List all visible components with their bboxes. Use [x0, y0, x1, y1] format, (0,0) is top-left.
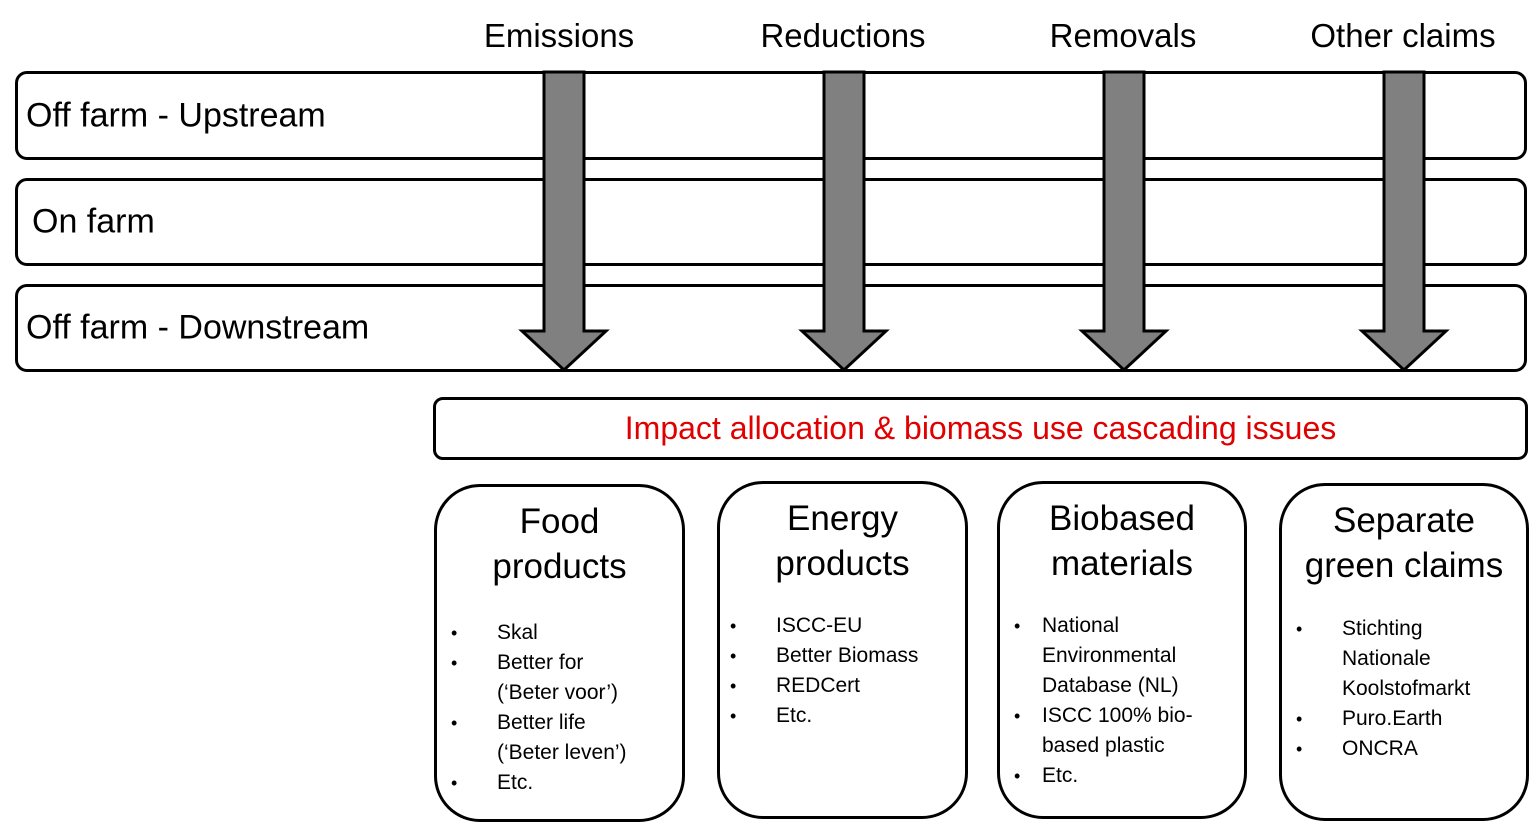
- scheme-item-text: Etc.: [1042, 764, 1079, 787]
- category-title: Biobased materials: [1000, 496, 1244, 586]
- scheme-list: • ISCC-EU • Better Biomass • REDCert • Etc.: [720, 611, 965, 731]
- impact-allocation-label: Impact allocation & biomass use cascadin…: [624, 410, 1337, 446]
- category-title-line: Separate: [1332, 501, 1476, 540]
- stage-label: Off farm - Downstream: [26, 308, 370, 347]
- scheme-item-text: based plastic: [1042, 734, 1165, 757]
- bullet-icon: •: [730, 706, 737, 726]
- stage-off-farm-upstream: Off farm - Upstream: [15, 71, 1527, 160]
- category-title-line: Food: [519, 502, 600, 541]
- bullet-icon: •: [1014, 616, 1021, 636]
- category-title-line: products: [775, 544, 910, 583]
- scheme-item: • Skal: [437, 618, 682, 648]
- bullet-icon: •: [451, 623, 458, 643]
- bullet-icon: •: [1296, 739, 1303, 759]
- scheme-item: • Etc.: [1000, 761, 1244, 791]
- scheme-item: • Better life (‘Beter leven’): [437, 708, 682, 768]
- scheme-item: • Etc.: [437, 768, 682, 798]
- scheme-item-text: Database (NL): [1042, 674, 1179, 697]
- scheme-item-text: (‘Beter leven’): [497, 741, 627, 764]
- category-title-line: products: [492, 547, 627, 586]
- category-title-line: Biobased: [1049, 499, 1195, 538]
- stage-off-farm-downstream: Off farm - Downstream: [15, 284, 1527, 372]
- impact-allocation-bar: Impact allocation & biomass use cascadin…: [433, 397, 1528, 460]
- stage-label: On farm: [32, 202, 155, 241]
- scheme-item: • Puro.Earth: [1282, 704, 1526, 734]
- bullet-icon: •: [1296, 619, 1303, 639]
- bullet-icon: •: [730, 646, 737, 666]
- bullet-icon: •: [730, 676, 737, 696]
- scheme-item-text: (‘Beter voor’): [497, 681, 618, 704]
- scheme-item-text: Environmental: [1042, 644, 1177, 667]
- category-title-line: materials: [1051, 544, 1193, 583]
- scheme-item: • ISCC-EU: [720, 611, 965, 641]
- scheme-item: • ISCC 100% bio-based plastic: [1000, 701, 1244, 761]
- scheme-item-text: ONCRA: [1342, 737, 1418, 760]
- scheme-item-text: National: [1042, 614, 1120, 637]
- category-food-products: Food products • Skal • Better for (‘Beter vo…: [434, 484, 685, 822]
- scheme-item-text: Etc.: [776, 704, 813, 727]
- scheme-item-text: Koolstofmarkt: [1342, 677, 1471, 700]
- scheme-item: • REDCert: [720, 671, 965, 701]
- column-header-reductions: Reductions: [760, 17, 926, 54]
- scheme-item: • Etc.: [720, 701, 965, 731]
- bullet-icon: •: [451, 773, 458, 793]
- scheme-item-text: Better life: [497, 711, 586, 734]
- category-title: Food products: [437, 499, 682, 589]
- bullet-icon: •: [1014, 706, 1021, 726]
- bullet-icon: •: [451, 653, 458, 673]
- scheme-item-text: ISCC-EU: [776, 614, 863, 637]
- scheme-item-text: Better for: [497, 651, 584, 674]
- category-title-line: Energy: [787, 499, 898, 538]
- column-header-other-claims: Other claims: [1310, 17, 1496, 54]
- column-header-emissions: Emissions: [483, 17, 635, 54]
- stage-on-farm: On farm: [15, 178, 1527, 266]
- scheme-item: • ONCRA: [1282, 734, 1526, 764]
- category-title: Energy products: [720, 496, 965, 586]
- scheme-item: • Better for (‘Beter voor’): [437, 648, 682, 708]
- category-title-line: green claims: [1304, 546, 1504, 585]
- scheme-list: • Skal • Better for (‘Beter voor’) • Better li…: [437, 618, 682, 798]
- category-title: Separate green claims: [1282, 498, 1526, 588]
- scheme-item-text: Nationale: [1342, 647, 1431, 670]
- bullet-icon: •: [730, 616, 737, 636]
- scheme-item-text: Stichting: [1342, 617, 1423, 640]
- scheme-item-text: ISCC 100% bio-: [1042, 704, 1193, 727]
- bullet-icon: •: [1014, 766, 1021, 786]
- stage-label: Off farm - Upstream: [26, 96, 326, 134]
- bullet-icon: •: [451, 713, 458, 733]
- category-energy-products: Energy products •ISCC-EU•Better Biomass•…: [717, 481, 968, 819]
- scheme-item-text: REDCert: [776, 674, 861, 697]
- column-header-removals: Removals: [1049, 17, 1197, 54]
- scheme-item-text: Skal: [497, 621, 538, 644]
- scheme-item-text: Etc.: [497, 771, 534, 794]
- scheme-item-text: Puro.Earth: [1342, 707, 1443, 730]
- bullet-icon: •: [1296, 709, 1303, 729]
- scheme-item-text: Better Biomass: [776, 644, 919, 667]
- scheme-item: • Better Biomass: [720, 641, 965, 671]
